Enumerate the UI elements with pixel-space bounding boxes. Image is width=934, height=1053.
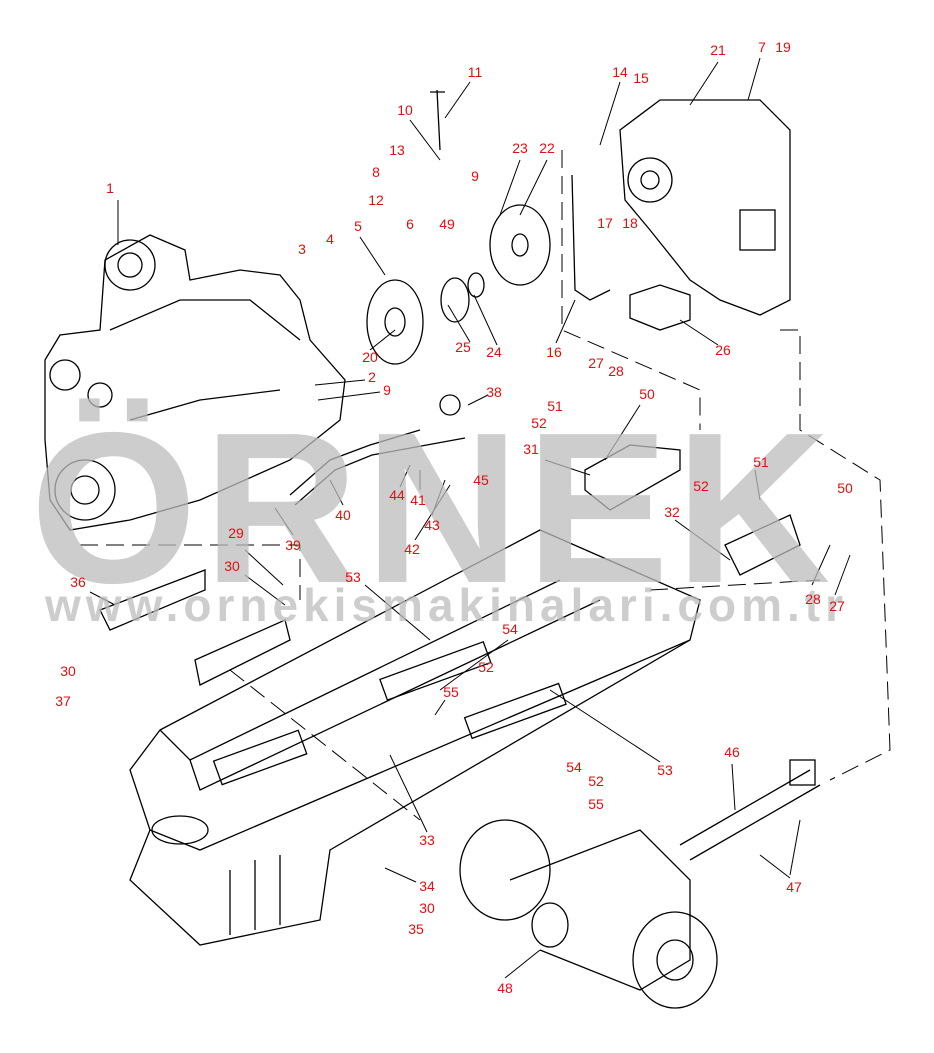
callout-36[interactable]: 36 (70, 574, 86, 590)
callout-3[interactable]: 3 (298, 241, 306, 257)
callout-29[interactable]: 29 (228, 525, 244, 541)
callout-41[interactable]: 41 (410, 492, 426, 508)
callout-37[interactable]: 37 (55, 693, 71, 709)
callout-35[interactable]: 35 (408, 921, 424, 937)
callout-49[interactable]: 49 (439, 216, 455, 232)
callout-51[interactable]: 51 (547, 398, 563, 414)
callout-13[interactable]: 13 (389, 142, 405, 158)
callout-20[interactable]: 20 (362, 349, 378, 365)
callout-18[interactable]: 18 (622, 215, 638, 231)
callout-40[interactable]: 40 (335, 507, 351, 523)
axle (459, 819, 718, 1009)
callout-9[interactable]: 9 (383, 382, 391, 398)
pump (629, 284, 691, 331)
callout-55[interactable]: 55 (443, 684, 459, 700)
oil-tube (571, 174, 611, 301)
callout-39[interactable]: 39 (285, 537, 301, 553)
callout-1[interactable]: 1 (106, 180, 114, 196)
mount-bracket-32 (724, 514, 801, 576)
mount-bracket-31 (584, 444, 681, 511)
main-frame (129, 529, 701, 946)
callout-53[interactable]: 53 (345, 569, 361, 585)
callout-7[interactable]: 7 (758, 39, 766, 55)
callout-2[interactable]: 2 (368, 369, 376, 385)
callout-51[interactable]: 51 (753, 454, 769, 470)
callout-55[interactable]: 55 (588, 796, 604, 812)
callout-46[interactable]: 46 (724, 744, 740, 760)
callout-50[interactable]: 50 (639, 386, 655, 402)
callout-31[interactable]: 31 (523, 441, 539, 457)
callout-52[interactable]: 52 (478, 659, 494, 675)
callout-26[interactable]: 26 (715, 342, 731, 358)
callout-24[interactable]: 24 (486, 344, 502, 360)
callout-44[interactable]: 44 (389, 487, 405, 503)
callout-32[interactable]: 32 (664, 504, 680, 520)
callout-54[interactable]: 54 (566, 759, 582, 775)
callout-43[interactable]: 43 (424, 517, 440, 533)
callout-25[interactable]: 25 (455, 339, 471, 355)
callout-15[interactable]: 15 (633, 70, 649, 86)
callout-17[interactable]: 17 (597, 215, 613, 231)
callout-38[interactable]: 38 (486, 384, 502, 400)
callout-34[interactable]: 34 (419, 878, 435, 894)
callout-23[interactable]: 23 (512, 140, 528, 156)
callout-27[interactable]: 27 (588, 355, 604, 371)
hose (289, 429, 466, 506)
callout-11[interactable]: 11 (467, 64, 483, 80)
callout-22[interactable]: 22 (539, 140, 555, 156)
callout-42[interactable]: 42 (404, 541, 420, 557)
hose-clamp (439, 394, 461, 416)
engine (44, 234, 346, 531)
callout-50[interactable]: 50 (837, 480, 853, 496)
callout-16[interactable]: 16 (546, 344, 562, 360)
callout-30[interactable]: 30 (60, 663, 76, 679)
leader-lines (89, 57, 851, 979)
callout-33[interactable]: 33 (419, 832, 435, 848)
assembly-lines (80, 150, 891, 821)
callout-28[interactable]: 28 (805, 591, 821, 607)
callout-10[interactable]: 10 (397, 102, 413, 118)
callout-8[interactable]: 8 (372, 164, 380, 180)
callout-28[interactable]: 28 (608, 363, 624, 379)
callout-52[interactable]: 52 (693, 478, 709, 494)
callout-4[interactable]: 4 (326, 231, 334, 247)
callout-52[interactable]: 52 (588, 773, 604, 789)
callout-30[interactable]: 30 (419, 900, 435, 916)
callout-54[interactable]: 54 (502, 621, 518, 637)
drive-plate (489, 204, 551, 286)
callout-47[interactable]: 47 (786, 879, 802, 895)
drive-shaft (679, 759, 821, 861)
callout-53[interactable]: 53 (657, 762, 673, 778)
transmission (619, 99, 791, 316)
callout-9[interactable]: 9 (471, 168, 479, 184)
dipstick (430, 89, 445, 151)
callout-19[interactable]: 19 (775, 39, 791, 55)
callout-45[interactable]: 45 (473, 472, 489, 488)
flywheel (366, 272, 485, 365)
callout-48[interactable]: 48 (497, 980, 513, 996)
callout-6[interactable]: 6 (406, 216, 414, 232)
callout-30[interactable]: 30 (224, 558, 240, 574)
callout-14[interactable]: 14 (612, 64, 628, 80)
mount-bracket-36 (99, 569, 206, 631)
mount-bracket-29 (194, 619, 291, 686)
callout-52[interactable]: 52 (531, 415, 547, 431)
callout-27[interactable]: 27 (829, 598, 845, 614)
callout-12[interactable]: 12 (368, 192, 384, 208)
callout-21[interactable]: 21 (710, 42, 726, 58)
callout-5[interactable]: 5 (354, 218, 362, 234)
